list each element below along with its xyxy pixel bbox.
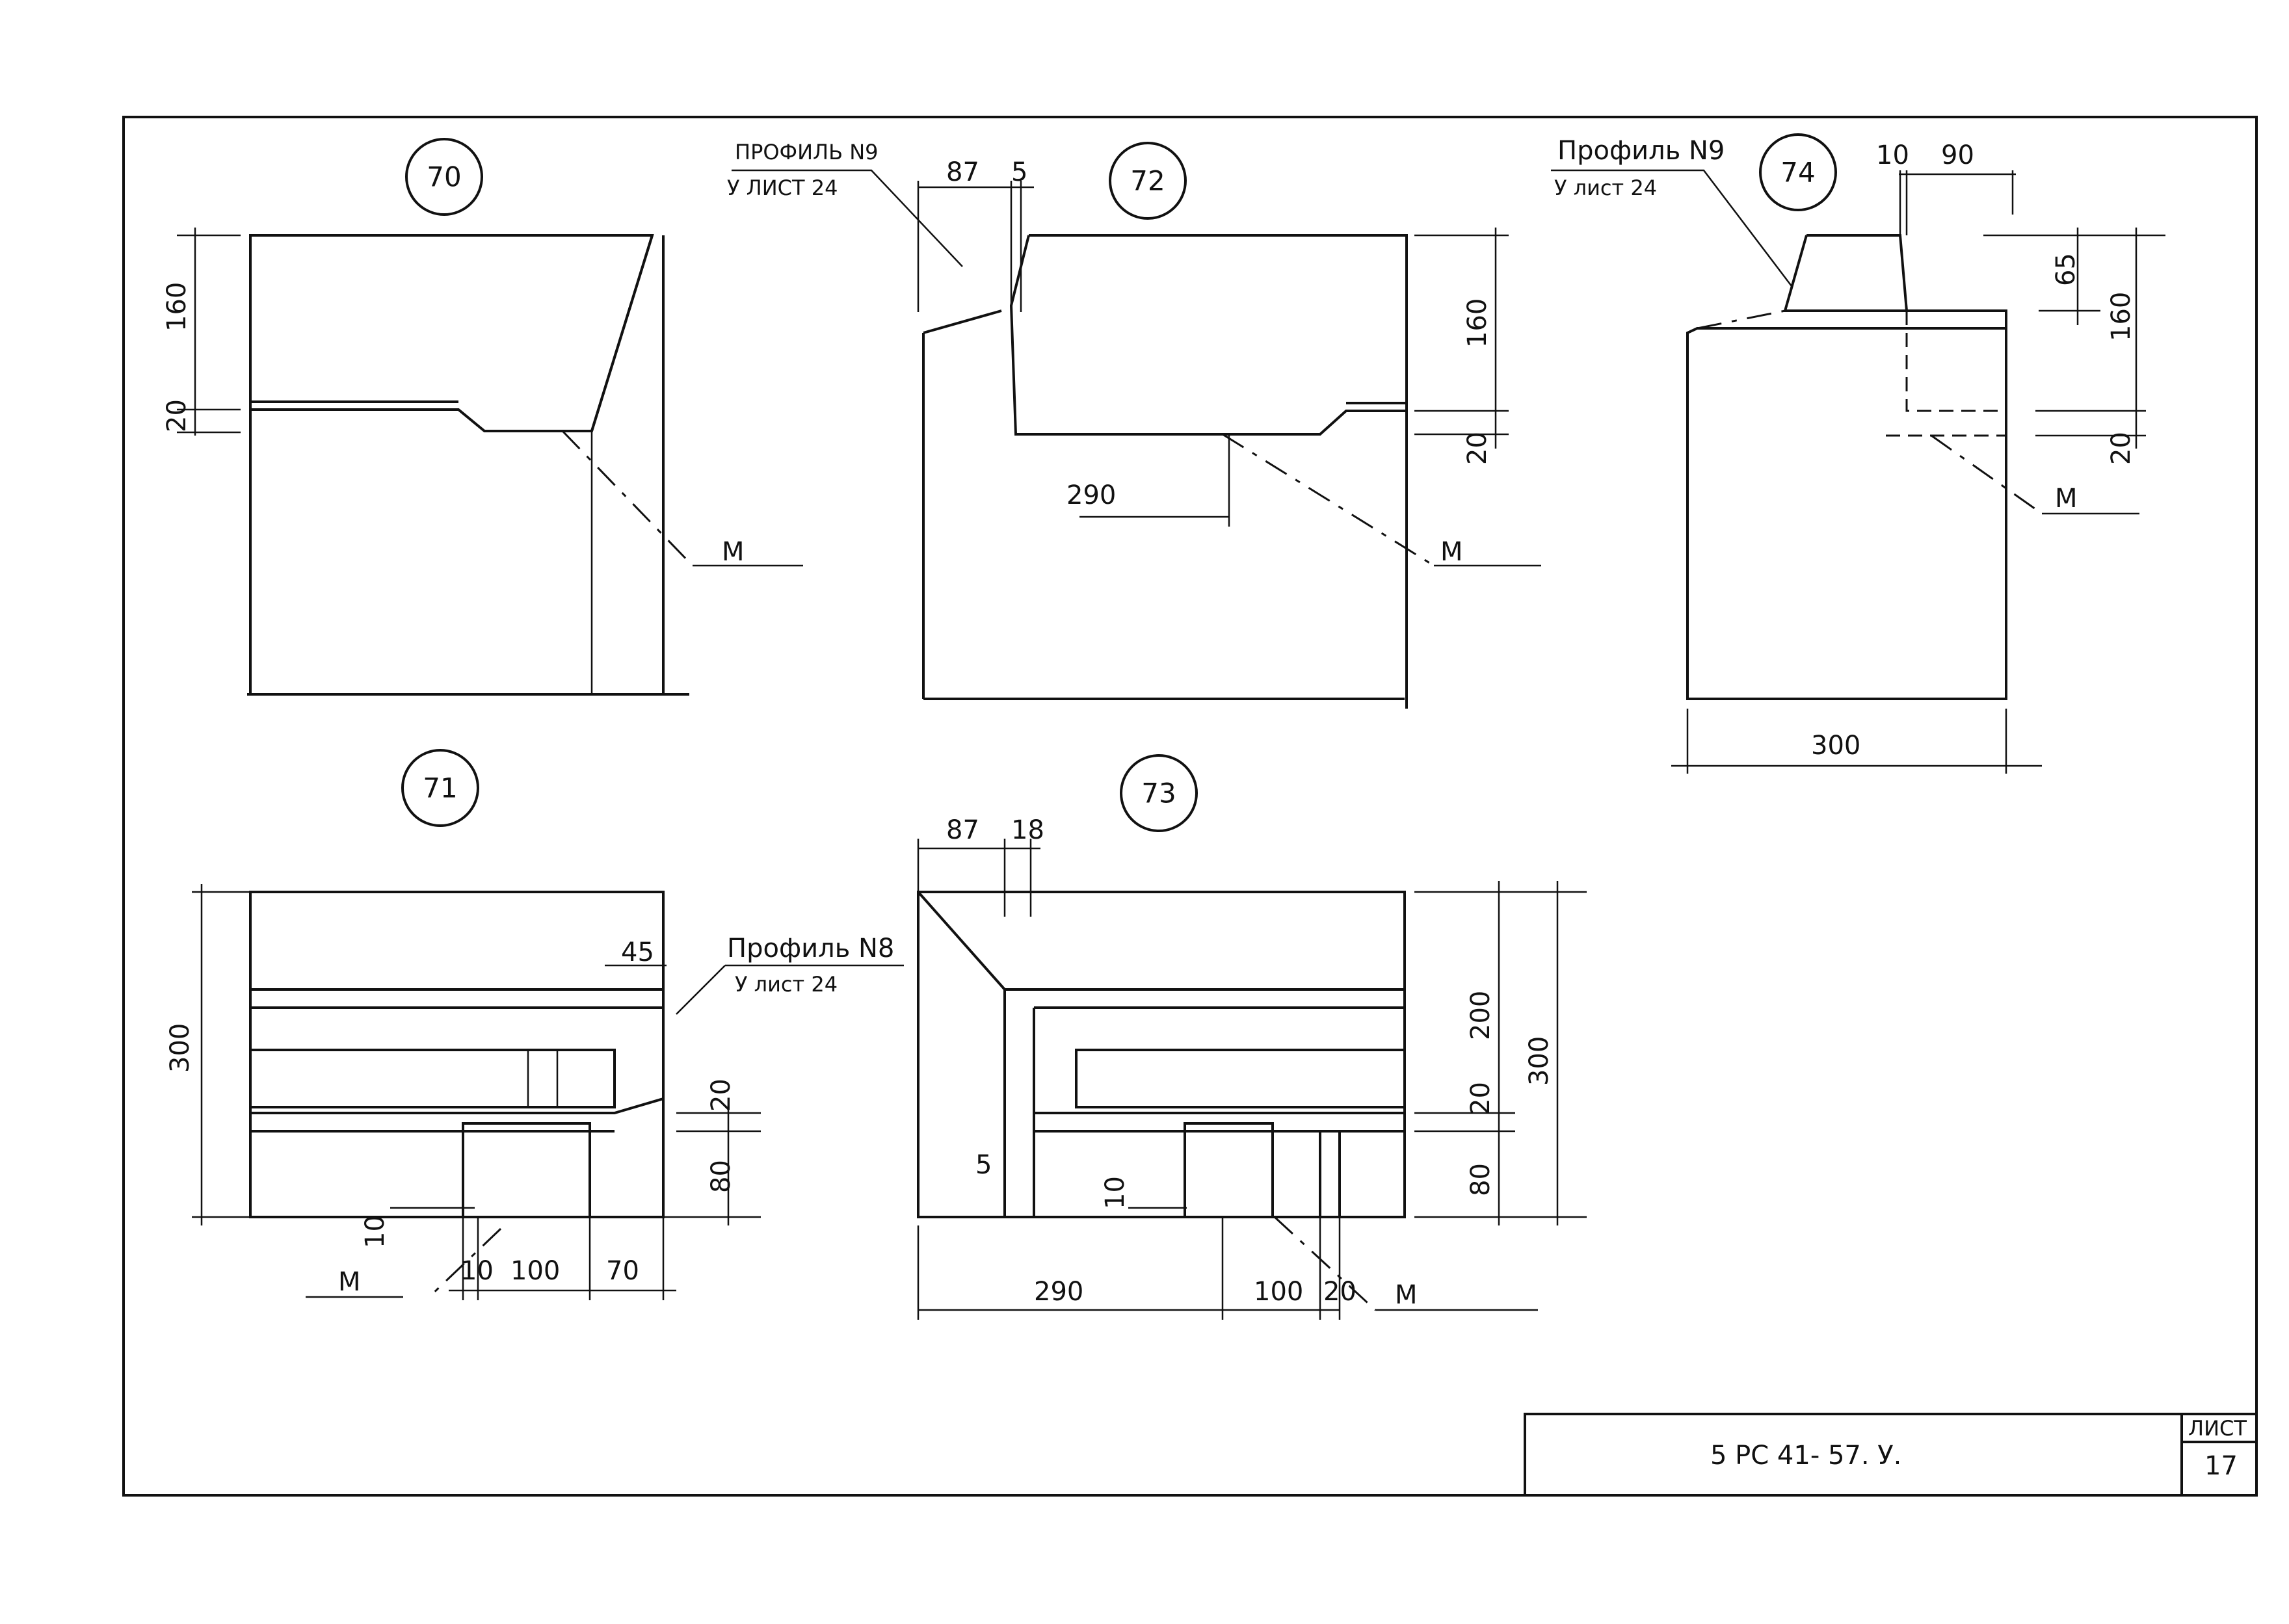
detail-70: 70 M 160 20 [162, 138, 803, 696]
detail-71-dim-45: 45 [621, 937, 654, 967]
detail-73-number: 73 [1141, 778, 1176, 809]
detail-70-dim-160: 160 [162, 282, 192, 332]
detail-71-dim-100: 100 [510, 1256, 560, 1286]
sheet-frame [122, 116, 2258, 1497]
detail-71-block [462, 1122, 591, 1218]
detail-71-dim-10: 10 [460, 1256, 494, 1286]
detail-71-circle [401, 749, 479, 827]
detail-73-dim-20b: 20 [1323, 1277, 1356, 1307]
detail-73-block [1184, 1122, 1274, 1218]
detail-72-profile-label: ПРОФИЛЬ N9 [735, 140, 879, 164]
detail-72-dim-20: 20 [1462, 432, 1492, 465]
detail-73-dim-5: 5 [975, 1150, 992, 1180]
detail-73-dim-300: 300 [1524, 1036, 1554, 1086]
detail-71-dim-300: 300 [165, 1023, 195, 1073]
detail-71-dim-10-left: 10 [360, 1215, 390, 1248]
detail-70-mark: M [722, 537, 745, 567]
detail-72-dim-5: 5 [1011, 157, 1027, 187]
detail-73-dim-20: 20 [1466, 1082, 1496, 1115]
detail-73-dim-87: 87 [946, 815, 979, 845]
detail-74: 74 M Профиль N9 У лист 24 10 90 65 160 2… [1551, 133, 2165, 774]
detail-73-dim-80: 80 [1466, 1163, 1496, 1196]
detail-74-dim-160: 160 [2106, 292, 2136, 341]
detail-73-mark: M [1395, 1280, 1418, 1310]
detail-74-profile-ref: У лист 24 [1554, 176, 1657, 200]
detail-74-circle [1759, 133, 1837, 211]
detail-73: 73 87 18 200 20 80 300 5 10 290 100 20 M [917, 754, 1587, 1320]
detail-72-dim-160: 160 [1462, 298, 1492, 348]
title-block-sheet-number: 17 [2204, 1451, 2238, 1481]
detail-72-profile-ref: У ЛИСТ 24 [727, 176, 838, 200]
detail-73-dim-100: 100 [1254, 1277, 1303, 1307]
detail-72-mark: M [1440, 537, 1463, 567]
detail-72-dim-290: 290 [1066, 480, 1116, 510]
detail-73-insulation [1075, 1049, 1406, 1108]
title-block: 5 РС 41- 57. У. ЛИСТ 17 [1524, 1413, 2258, 1497]
detail-70-circle [405, 138, 483, 216]
detail-73-dim-10: 10 [1100, 1176, 1130, 1209]
detail-72-circle [1109, 142, 1187, 220]
detail-71: 71 Профиль N8 У лист 24 300 45 20 80 10 … [165, 749, 904, 1300]
detail-71-profile-label: Профиль N8 [727, 934, 894, 963]
detail-73-dim-200: 200 [1466, 991, 1496, 1040]
detail-71-dim-20: 20 [706, 1079, 736, 1112]
detail-74-dim-65: 65 [2051, 253, 2081, 286]
title-block-code: 5 РС 41- 57. У. [1710, 1441, 1901, 1471]
detail-71-dim-70: 70 [606, 1256, 639, 1286]
detail-74-dim-90: 90 [1941, 140, 1974, 170]
detail-72: 72 M ПРОФИЛЬ N9 У ЛИСТ 24 87 5 160 20 29… [727, 140, 1541, 709]
detail-73-dim-18: 18 [1011, 815, 1044, 845]
detail-71-number: 71 [423, 772, 457, 804]
detail-71-dim-80: 80 [706, 1160, 736, 1193]
detail-72-dim-87: 87 [946, 157, 979, 187]
detail-73-circle [1120, 754, 1198, 832]
detail-74-number: 74 [1780, 157, 1815, 189]
title-block-sheet-label: ЛИСТ [2188, 1416, 2247, 1441]
detail-72-number: 72 [1130, 165, 1165, 197]
detail-70-dim-20: 20 [162, 399, 192, 432]
detail-74-profile-label: Профиль N9 [1557, 136, 1725, 166]
detail-74-dim-300: 300 [1811, 731, 1860, 761]
detail-71-insulation [249, 1049, 616, 1108]
detail-70-number: 70 [427, 161, 461, 193]
detail-74-dim-10: 10 [1876, 140, 1909, 170]
detail-74-mark: M [2055, 484, 2078, 514]
detail-71-profile-ref: У лист 24 [735, 972, 838, 997]
detail-73-dim-290: 290 [1034, 1277, 1083, 1307]
detail-71-mark: M [338, 1267, 361, 1297]
detail-74-dim-20: 20 [2106, 432, 2136, 465]
